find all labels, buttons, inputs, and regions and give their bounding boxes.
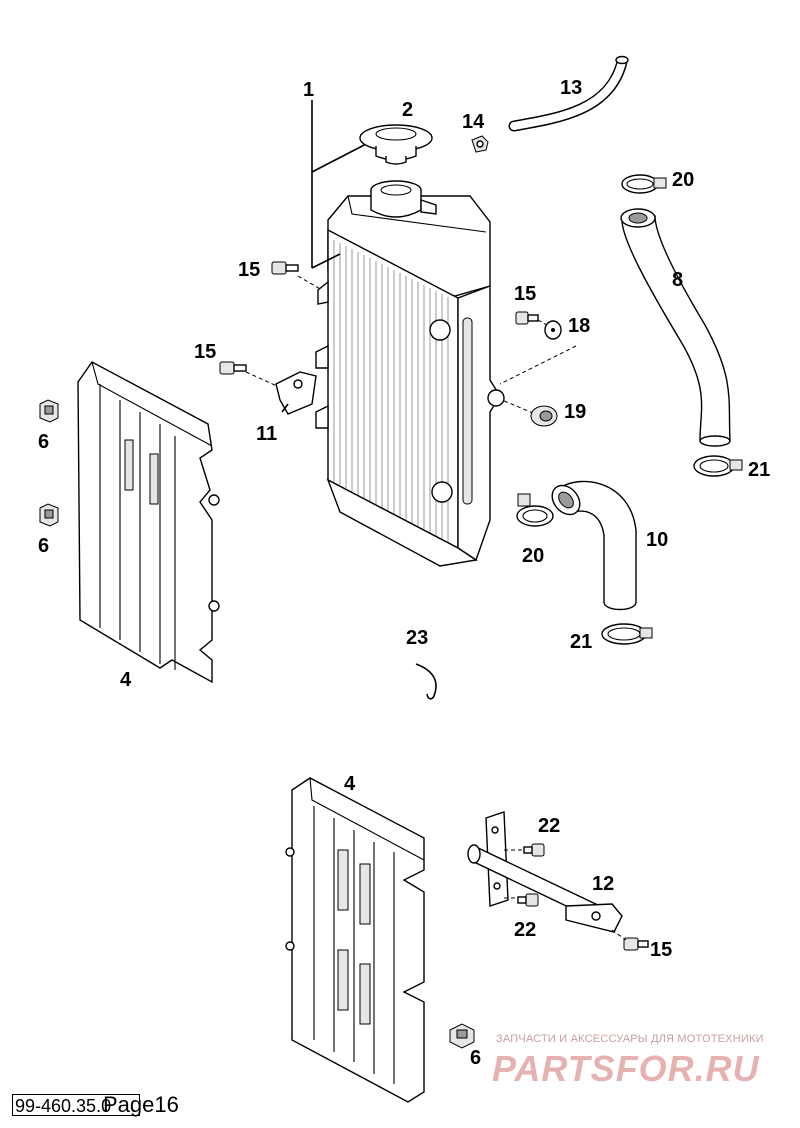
callout-22: 22 <box>514 919 536 941</box>
radiator <box>315 180 505 567</box>
callout-1: 1 <box>303 79 314 101</box>
callout-20: 20 <box>672 169 694 191</box>
callout-1-leader <box>311 100 371 269</box>
screw-22-b <box>517 893 539 907</box>
hose-clamp-21-a <box>693 455 743 477</box>
screw-15-c <box>515 311 539 325</box>
screw-15-a <box>271 261 299 275</box>
support-tube <box>467 811 623 933</box>
clip-6-b <box>39 503 59 527</box>
callout-20: 20 <box>522 545 544 567</box>
clip-6-c <box>449 1023 475 1049</box>
watermark-caption: ЗАПЧАСТИ И АКСЕССУАРЫ ДЛЯ МОТОТЕХНИКИ <box>496 1033 764 1045</box>
callout-22: 22 <box>538 815 560 837</box>
lower-hose <box>551 480 637 611</box>
callout-14: 14 <box>462 111 485 133</box>
callout-15: 15 <box>514 283 536 305</box>
callout-4: 4 <box>120 669 132 691</box>
callout-2: 2 <box>402 99 413 121</box>
callout-4: 4 <box>344 773 356 795</box>
callout-13: 13 <box>560 77 582 99</box>
callout-21: 21 <box>748 459 770 481</box>
clip-6-a <box>39 399 59 423</box>
document-code: 99-460.35.0 <box>12 1094 140 1116</box>
screw-22-a <box>523 843 545 857</box>
callout-6: 6 <box>38 431 49 453</box>
callout-8: 8 <box>672 269 683 291</box>
radiator-cap <box>359 124 433 165</box>
callout-6: 6 <box>470 1047 481 1069</box>
washer <box>544 320 562 340</box>
page-number: Page16 <box>103 1092 179 1117</box>
hose-clamp-21-b <box>601 623 653 645</box>
mounting-bracket <box>275 371 317 415</box>
callout-15: 15 <box>194 341 216 363</box>
callout-23: 23 <box>406 627 428 649</box>
radiator-fins <box>333 240 449 545</box>
watermark-logo: PARTSFOR.RU <box>492 1048 760 1089</box>
hose-fitting <box>471 135 489 153</box>
hose-clamp-20-a <box>621 174 667 194</box>
upper-hose <box>620 208 731 447</box>
hose-clamp-20-b <box>516 493 554 527</box>
rubber-grommet <box>530 405 558 427</box>
radiator-shroud-bottom <box>285 777 425 1103</box>
callout-6: 6 <box>38 535 49 557</box>
screw-15-b <box>219 361 247 375</box>
callout-10: 10 <box>646 529 668 551</box>
callout-18: 18 <box>568 315 590 337</box>
callout-11: 11 <box>256 423 277 445</box>
callout-15: 15 <box>238 259 260 281</box>
screw-15-d <box>623 937 649 951</box>
callout-12: 12 <box>592 873 614 895</box>
radiator-shroud-left <box>77 361 220 684</box>
overflow-hose <box>508 55 629 132</box>
callout-21: 21 <box>570 631 592 653</box>
wire-clip <box>415 663 437 700</box>
callout-19: 19 <box>564 401 586 423</box>
callout-15: 15 <box>650 939 672 961</box>
